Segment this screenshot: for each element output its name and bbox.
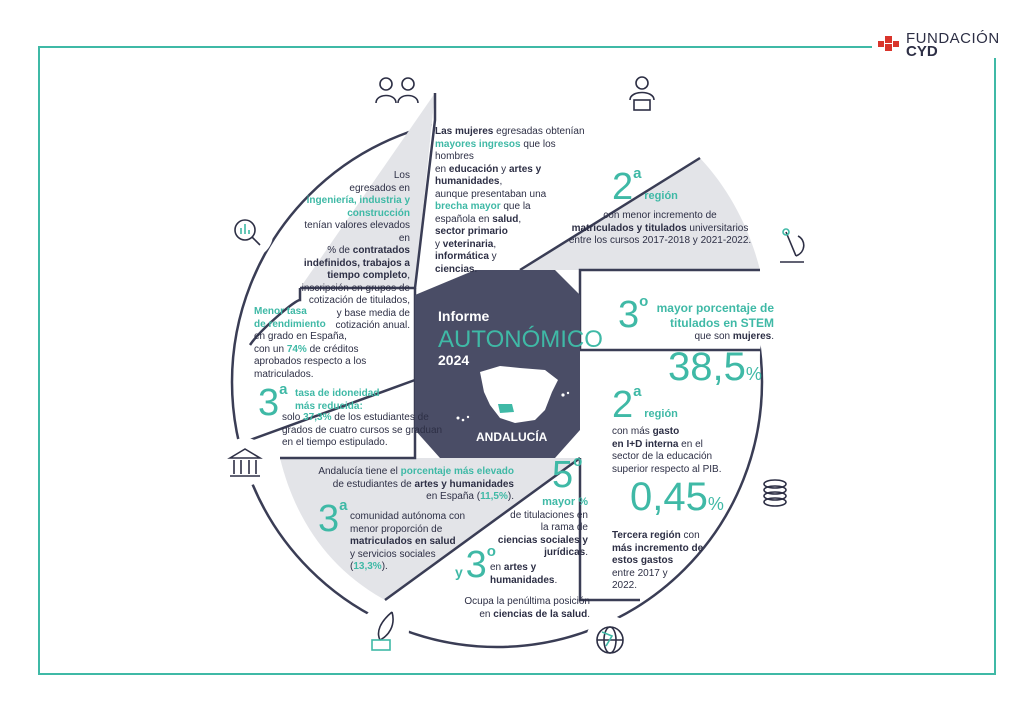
segment-women (415, 93, 700, 288)
outer-frame (38, 46, 996, 675)
social-third-text: en artes y humanidades. (490, 562, 558, 586)
magnifier-chart-icon (234, 219, 261, 246)
coins-icon (763, 479, 787, 507)
segment-engineering (300, 93, 435, 288)
segment-id (580, 350, 760, 600)
social-third-heading: y 3o (455, 543, 496, 586)
stem-percentage: 38,5% (668, 345, 762, 389)
perf-text: Menor tasa de rendimiento en grado en Es… (254, 306, 367, 380)
id-text: con más gasto en I+D interna en el secto… (612, 426, 722, 475)
social-health-text: Ocupa la penúltima posición en ciencias … (464, 596, 590, 620)
segment-performance (250, 288, 415, 440)
social-text: mayor % de titulaciones en la rama de ci… (497, 496, 588, 558)
segment-arts (280, 458, 580, 600)
center-region: ANDALUCÍA (476, 430, 548, 444)
id-more-text: Tercera región con más incremento de est… (612, 530, 704, 591)
eng-text: Los egresados en ingeniería, industria y… (301, 170, 410, 331)
women-text: Las mujeres egresadas obtenían mayores i… (435, 126, 585, 275)
segment-stem (580, 270, 764, 350)
arts-more-text: comunidad autónoma con menor proporción … (350, 511, 466, 572)
logo: FUNDACIÓN CYD (872, 30, 1006, 60)
stem-heading: 3o (618, 293, 649, 336)
id-heading: 2a región (612, 383, 678, 426)
institution-icon (227, 448, 263, 477)
center-informe: Informe (438, 308, 490, 324)
microscope-icon (780, 228, 805, 263)
segment-region2 (520, 158, 760, 270)
logo-line1: FUNDACIÓN (906, 30, 1000, 47)
quill-inkwell-icon (371, 611, 394, 651)
arts-text: Andalucía tiene el porcentaje más elevad… (318, 466, 514, 502)
globe-icon (596, 626, 624, 654)
logo-mark-icon (878, 36, 900, 54)
perf-sub: tasa de idoneidad más reducida: (295, 388, 380, 412)
region2-heading: 2a región (612, 165, 678, 208)
women-graduates-icon (375, 77, 419, 104)
perf-heading: 3a (258, 381, 288, 424)
center-autonomico: AUTONÓMICO (438, 326, 603, 353)
social-heading: 5o (552, 453, 583, 496)
logo-line2: CYD (906, 43, 938, 60)
id-value: 0,45% (630, 475, 724, 519)
center-year: 2024 (438, 352, 470, 368)
student-icon (629, 76, 655, 111)
andalucia-highlight-icon (498, 404, 514, 413)
region2-text: con menor incremento de matriculados y t… (568, 210, 752, 246)
stem-text: mayor porcentaje de titulados en STEM qu… (656, 301, 774, 342)
perf-more-text: solo 37,3% de los estudiantes de grados … (282, 412, 443, 448)
arts-heading: 3a (318, 497, 348, 540)
